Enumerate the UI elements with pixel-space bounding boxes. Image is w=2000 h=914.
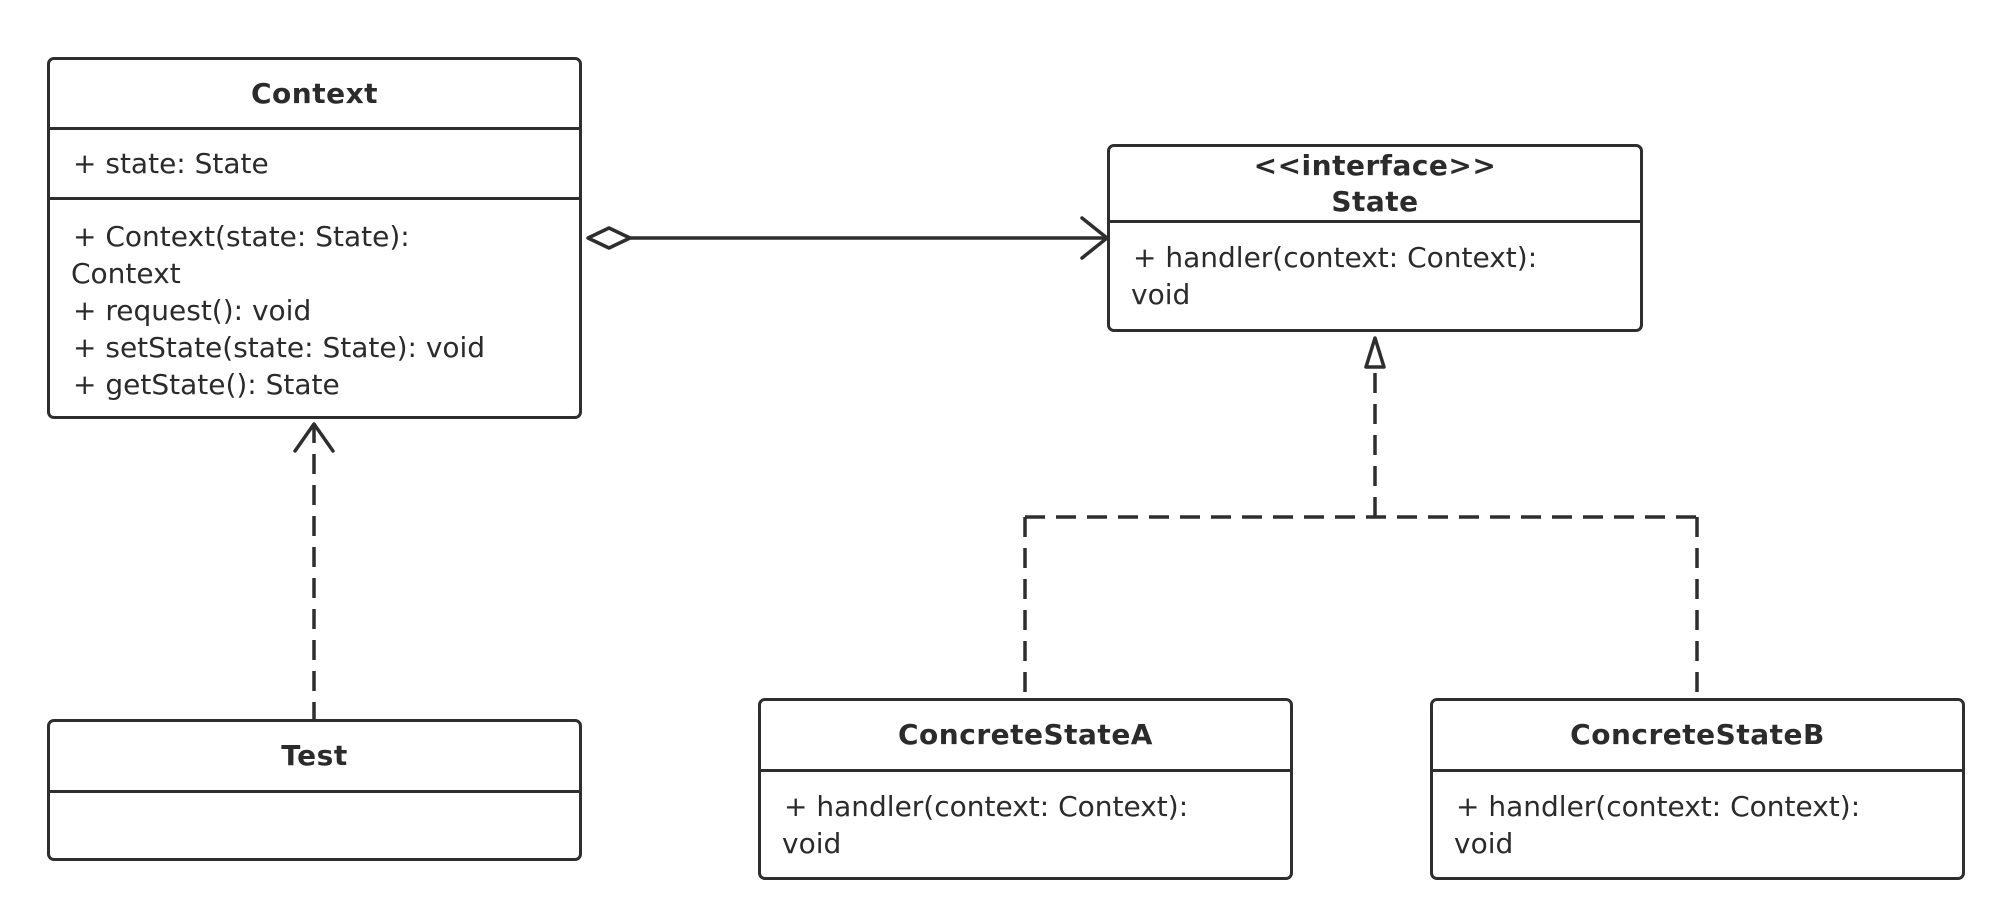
aggregation-diamond	[586, 226, 632, 250]
class-context-operations: + Context(state: State): Context + reque…	[50, 200, 579, 403]
operation-set-state: + setState(state: State): void	[73, 331, 486, 364]
interface-state[interactable]: <<interface>> State + handler(context: C…	[1107, 144, 1643, 332]
operation-context-constructor: + Context(state: State):	[73, 220, 410, 253]
class-test[interactable]: Test	[47, 719, 582, 861]
class-concrete-state-a[interactable]: ConcreteStateA + handler(context: Contex…	[758, 698, 1293, 880]
operation-handler: + handler(context: Context):	[784, 790, 1189, 823]
class-concrete-state-a-operations: + handler(context: Context): void	[761, 772, 1290, 862]
class-concrete-state-a-header: ConcreteStateA	[761, 701, 1290, 772]
class-concrete-state-a-name: ConcreteStateA	[898, 718, 1153, 751]
operation-handler-return: void	[1131, 278, 1191, 311]
class-context[interactable]: Context + state: State + Context(state: …	[47, 57, 582, 419]
class-concrete-state-b-name: ConcreteStateB	[1570, 718, 1825, 751]
class-context-attributes: + state: State	[50, 130, 579, 200]
class-test-name: Test	[281, 739, 348, 772]
operation-get-state: + getState(): State	[73, 368, 340, 401]
operation-context-constructor-return: Context	[71, 257, 181, 290]
operation-handler-return: void	[782, 827, 842, 860]
interface-state-header: <<interface>> State	[1110, 147, 1640, 223]
class-context-name: Context	[250, 76, 379, 110]
class-concrete-state-b-header: ConcreteStateB	[1433, 701, 1962, 772]
operation-request: + request(): void	[73, 294, 312, 327]
class-context-header: Context	[50, 60, 579, 130]
operation-handler-return: void	[1454, 827, 1514, 860]
class-concrete-state-b-operations: + handler(context: Context): void	[1433, 772, 1962, 862]
class-concrete-state-b[interactable]: ConcreteStateB + handler(context: Contex…	[1430, 698, 1965, 880]
class-test-body	[50, 793, 579, 805]
class-test-header: Test	[50, 722, 579, 793]
dependency-arrowhead	[293, 422, 335, 453]
interface-state-name: State	[1331, 184, 1419, 218]
interface-stereotype: <<interface>>	[1253, 148, 1497, 182]
attribute-state: + state: State	[73, 147, 269, 180]
interface-state-operations: + handler(context: Context): void	[1110, 223, 1640, 313]
operation-handler: + handler(context: Context):	[1133, 241, 1538, 274]
operation-handler: + handler(context: Context):	[1456, 790, 1861, 823]
realization-arrowhead	[1364, 336, 1386, 369]
